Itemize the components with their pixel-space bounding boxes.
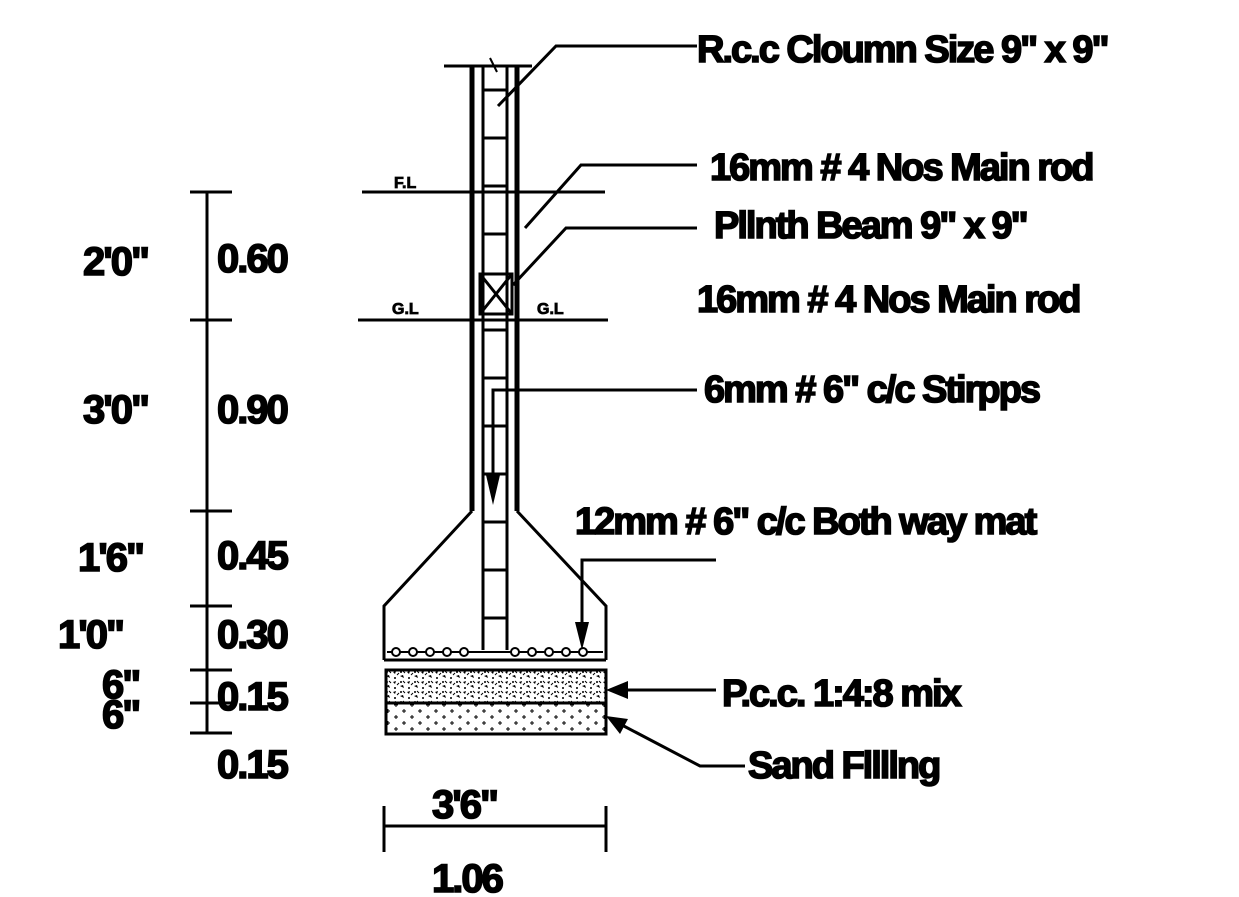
mat-bar	[442, 647, 452, 657]
vertical-dimension-line	[190, 190, 232, 735]
dim-imperial-3: 1'6"	[78, 536, 143, 580]
dim-metric-4: 0.30	[217, 613, 288, 657]
mat-bar	[544, 647, 554, 657]
dim-metric-3: 0.45	[217, 534, 289, 578]
ground-level-label-left: G.L	[392, 301, 419, 318]
pcc-layer	[384, 668, 608, 705]
ground-level-label-right: G.L	[537, 301, 564, 318]
pcc-label: P.c.c. 1:4:8 mix	[722, 673, 962, 715]
dim-metric-6: 0.15	[217, 743, 289, 787]
dim-imperial-1: 2'0"	[83, 240, 148, 284]
mat-bar	[425, 647, 435, 657]
column	[444, 57, 532, 650]
leaders	[486, 44, 745, 768]
mat-bar	[527, 647, 537, 657]
mat-bar	[578, 647, 588, 657]
mat-bar	[561, 647, 571, 657]
dim-metric-2: 0.90	[217, 388, 288, 432]
mat-label: 12mm # 6" c/c Both way mat	[575, 501, 1038, 543]
mat-bar	[408, 647, 418, 657]
plinth-beam-label: Pllnth Beam 9" x 9"	[714, 205, 1027, 247]
width-dimension-line	[382, 806, 608, 852]
main-rod-upper-label: 16mm # 4 Nos Main rod	[710, 147, 1092, 189]
width-metric-label: 1.06	[432, 857, 503, 897]
dim-imperial-2: 3'0"	[83, 388, 148, 432]
width-imperial-label: 3'6"	[432, 783, 497, 827]
mat-bar	[391, 647, 401, 657]
dim-metric-1: 0.60	[217, 237, 288, 281]
column-label: R.c.c Cloumn Size 9" x 9"	[697, 29, 1108, 71]
footing	[382, 509, 608, 662]
dim-imperial-5: 6"	[102, 663, 139, 707]
dim-imperial-6: 6"	[102, 693, 139, 737]
mat-bar	[510, 647, 520, 657]
plinth-beam-section	[478, 272, 514, 316]
stirrups-label: 6mm # 6" c/c Stirpps	[704, 369, 1040, 411]
sand-label: Sand Fllllng	[748, 745, 939, 787]
sand-layer	[384, 701, 608, 736]
floor-level-label: F.L	[394, 175, 416, 192]
main-rod-lower-label: 16mm # 4 Nos Main rod	[697, 279, 1079, 321]
dim-metric-5: 0.15	[217, 675, 289, 719]
dim-imperial-4: 1'0"	[58, 613, 123, 657]
mat-bar	[459, 647, 469, 657]
